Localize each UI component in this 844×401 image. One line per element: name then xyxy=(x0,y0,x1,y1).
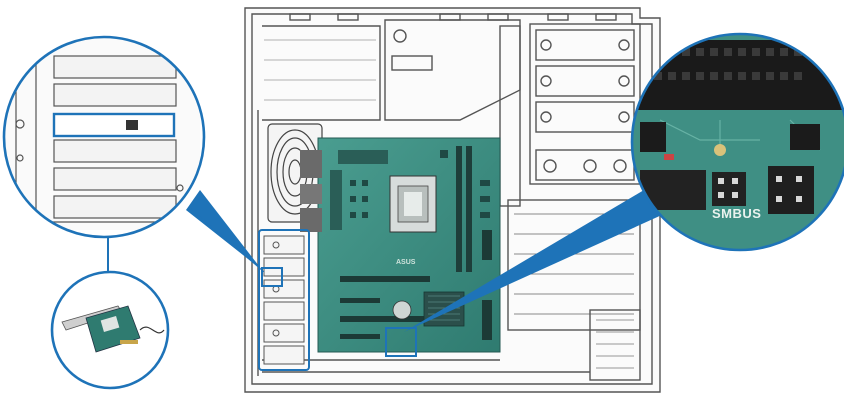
highlight-boxes xyxy=(258,229,417,371)
highlight-slot-area xyxy=(258,229,310,371)
highlighted-slot xyxy=(52,112,176,138)
board-logo: ASUS xyxy=(396,259,416,266)
smbus-label: SMBUS xyxy=(712,206,761,221)
expansion-slot-brackets xyxy=(263,235,305,365)
smbus-zoom-callout: SMBUS xyxy=(630,32,844,252)
callout-connectors xyxy=(107,190,664,332)
smbus-header xyxy=(640,166,814,214)
network-card-callout xyxy=(50,270,170,390)
network-card xyxy=(61,305,165,353)
slot-zoom-callout xyxy=(2,35,206,239)
port-icon xyxy=(126,120,138,130)
motherboard: ASUS xyxy=(300,137,501,353)
highlight-smbus xyxy=(385,327,417,357)
highlight-slot xyxy=(261,267,283,287)
cpu-socket xyxy=(389,175,437,233)
